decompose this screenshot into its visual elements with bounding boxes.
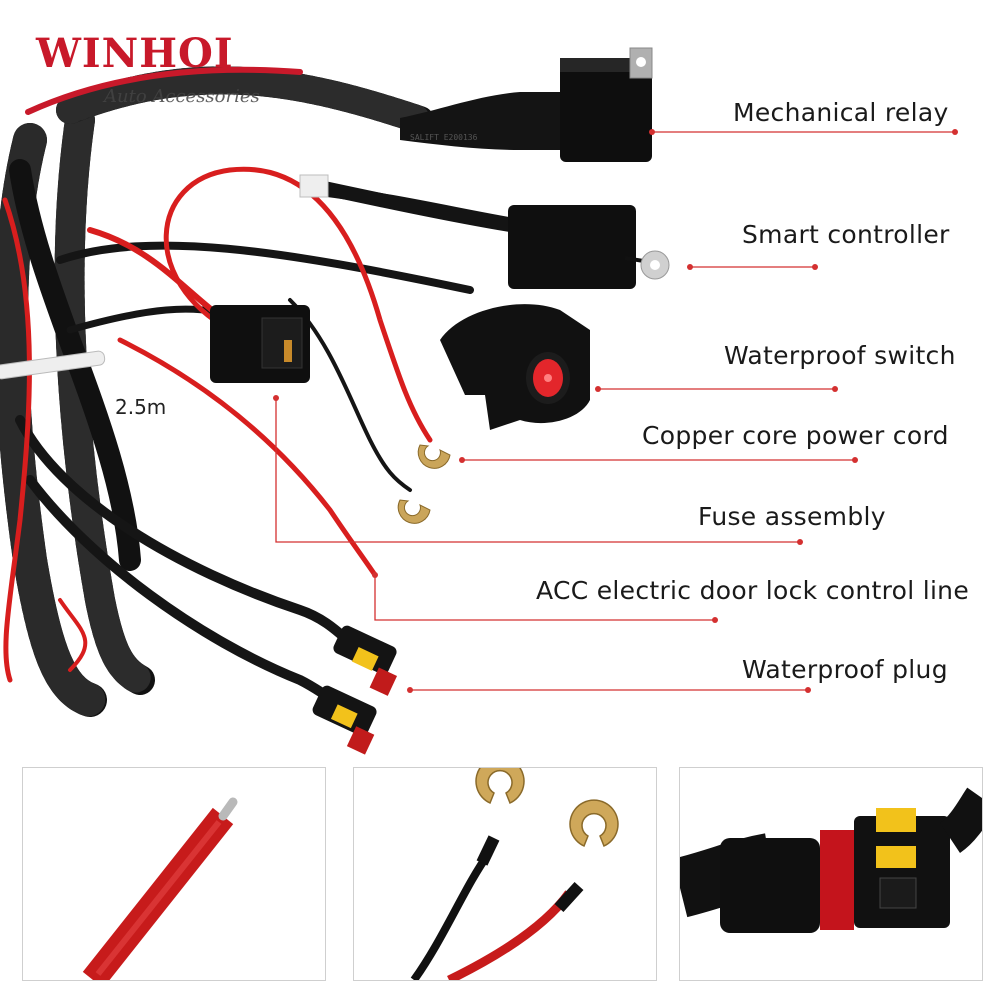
relay-image: SALIFT E200136 bbox=[400, 47, 653, 162]
callout-smart-controller: Smart controller bbox=[742, 220, 950, 249]
callout-acc-control-line: ACC electric door lock control line bbox=[536, 576, 970, 605]
detail-panel-ring-terminals bbox=[353, 767, 657, 981]
callout-mechanical-relay: Mechanical relay bbox=[733, 98, 949, 127]
callout-waterproof-plug: Waterproof plug bbox=[742, 655, 948, 684]
waterproof-plugs-image bbox=[312, 625, 398, 755]
brand-tagline: Auto Accessories bbox=[104, 86, 260, 107]
detail-panel-waterproof-plug bbox=[679, 767, 983, 981]
cable-length-label: 2.5m bbox=[115, 395, 167, 419]
detail-panel-red-wire bbox=[22, 767, 326, 981]
brand-logo: WINHOI bbox=[36, 30, 234, 77]
svg-text:SALIFT E200136: SALIFT E200136 bbox=[410, 133, 478, 142]
leader-dots bbox=[273, 129, 958, 693]
callout-waterproof-switch: Waterproof switch bbox=[724, 341, 956, 370]
controller-image bbox=[299, 174, 670, 289]
leader-lines bbox=[275, 131, 955, 691]
callout-fuse-assembly: Fuse assembly bbox=[698, 502, 886, 531]
switch-image bbox=[440, 304, 590, 430]
callout-copper-power-cord: Copper core power cord bbox=[642, 421, 949, 450]
fuse-image bbox=[210, 305, 310, 383]
brand-swoosh bbox=[25, 66, 303, 115]
cable-tie bbox=[0, 350, 106, 380]
ring-terminals-image bbox=[397, 444, 451, 524]
